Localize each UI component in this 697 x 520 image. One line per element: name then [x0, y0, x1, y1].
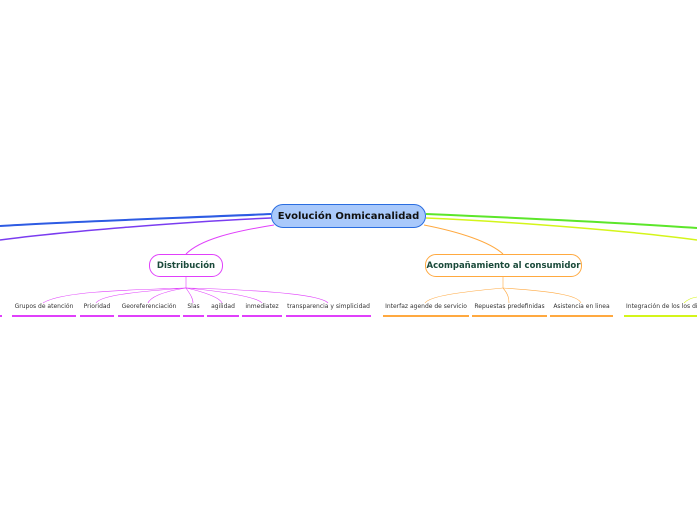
- subtopic-integracion[interactable]: Integración de los los dif: [624, 303, 697, 317]
- subtopic-repuestas[interactable]: Repuestas predefinidas: [472, 303, 547, 317]
- subtopic-transparencia[interactable]: transparencia y simplicidad: [286, 303, 371, 317]
- subtopic-prioridad[interactable]: Prioridad: [80, 303, 114, 317]
- subtopic-grupos-de-atencion[interactable]: Grupos de atención: [12, 303, 76, 317]
- subtopic-slas[interactable]: Slas: [183, 303, 204, 317]
- subtopic-interfaz[interactable]: Interfaz agende de servicio: [383, 303, 469, 317]
- subtopic-georeferenciacion[interactable]: Georeferenciación: [118, 303, 180, 317]
- topic-distribucion[interactable]: Distribución: [149, 254, 223, 277]
- subtopic-inmediatez[interactable]: inmediatez: [242, 303, 282, 317]
- topic-acompanamiento[interactable]: Acompañamiento al consumidor: [425, 254, 582, 277]
- central-topic[interactable]: Evolución Onmicanalidad: [271, 204, 426, 228]
- subtopic-asistencia[interactable]: Asistencia en linea: [550, 303, 613, 317]
- subtopic-agilidad[interactable]: agilidad: [207, 303, 239, 317]
